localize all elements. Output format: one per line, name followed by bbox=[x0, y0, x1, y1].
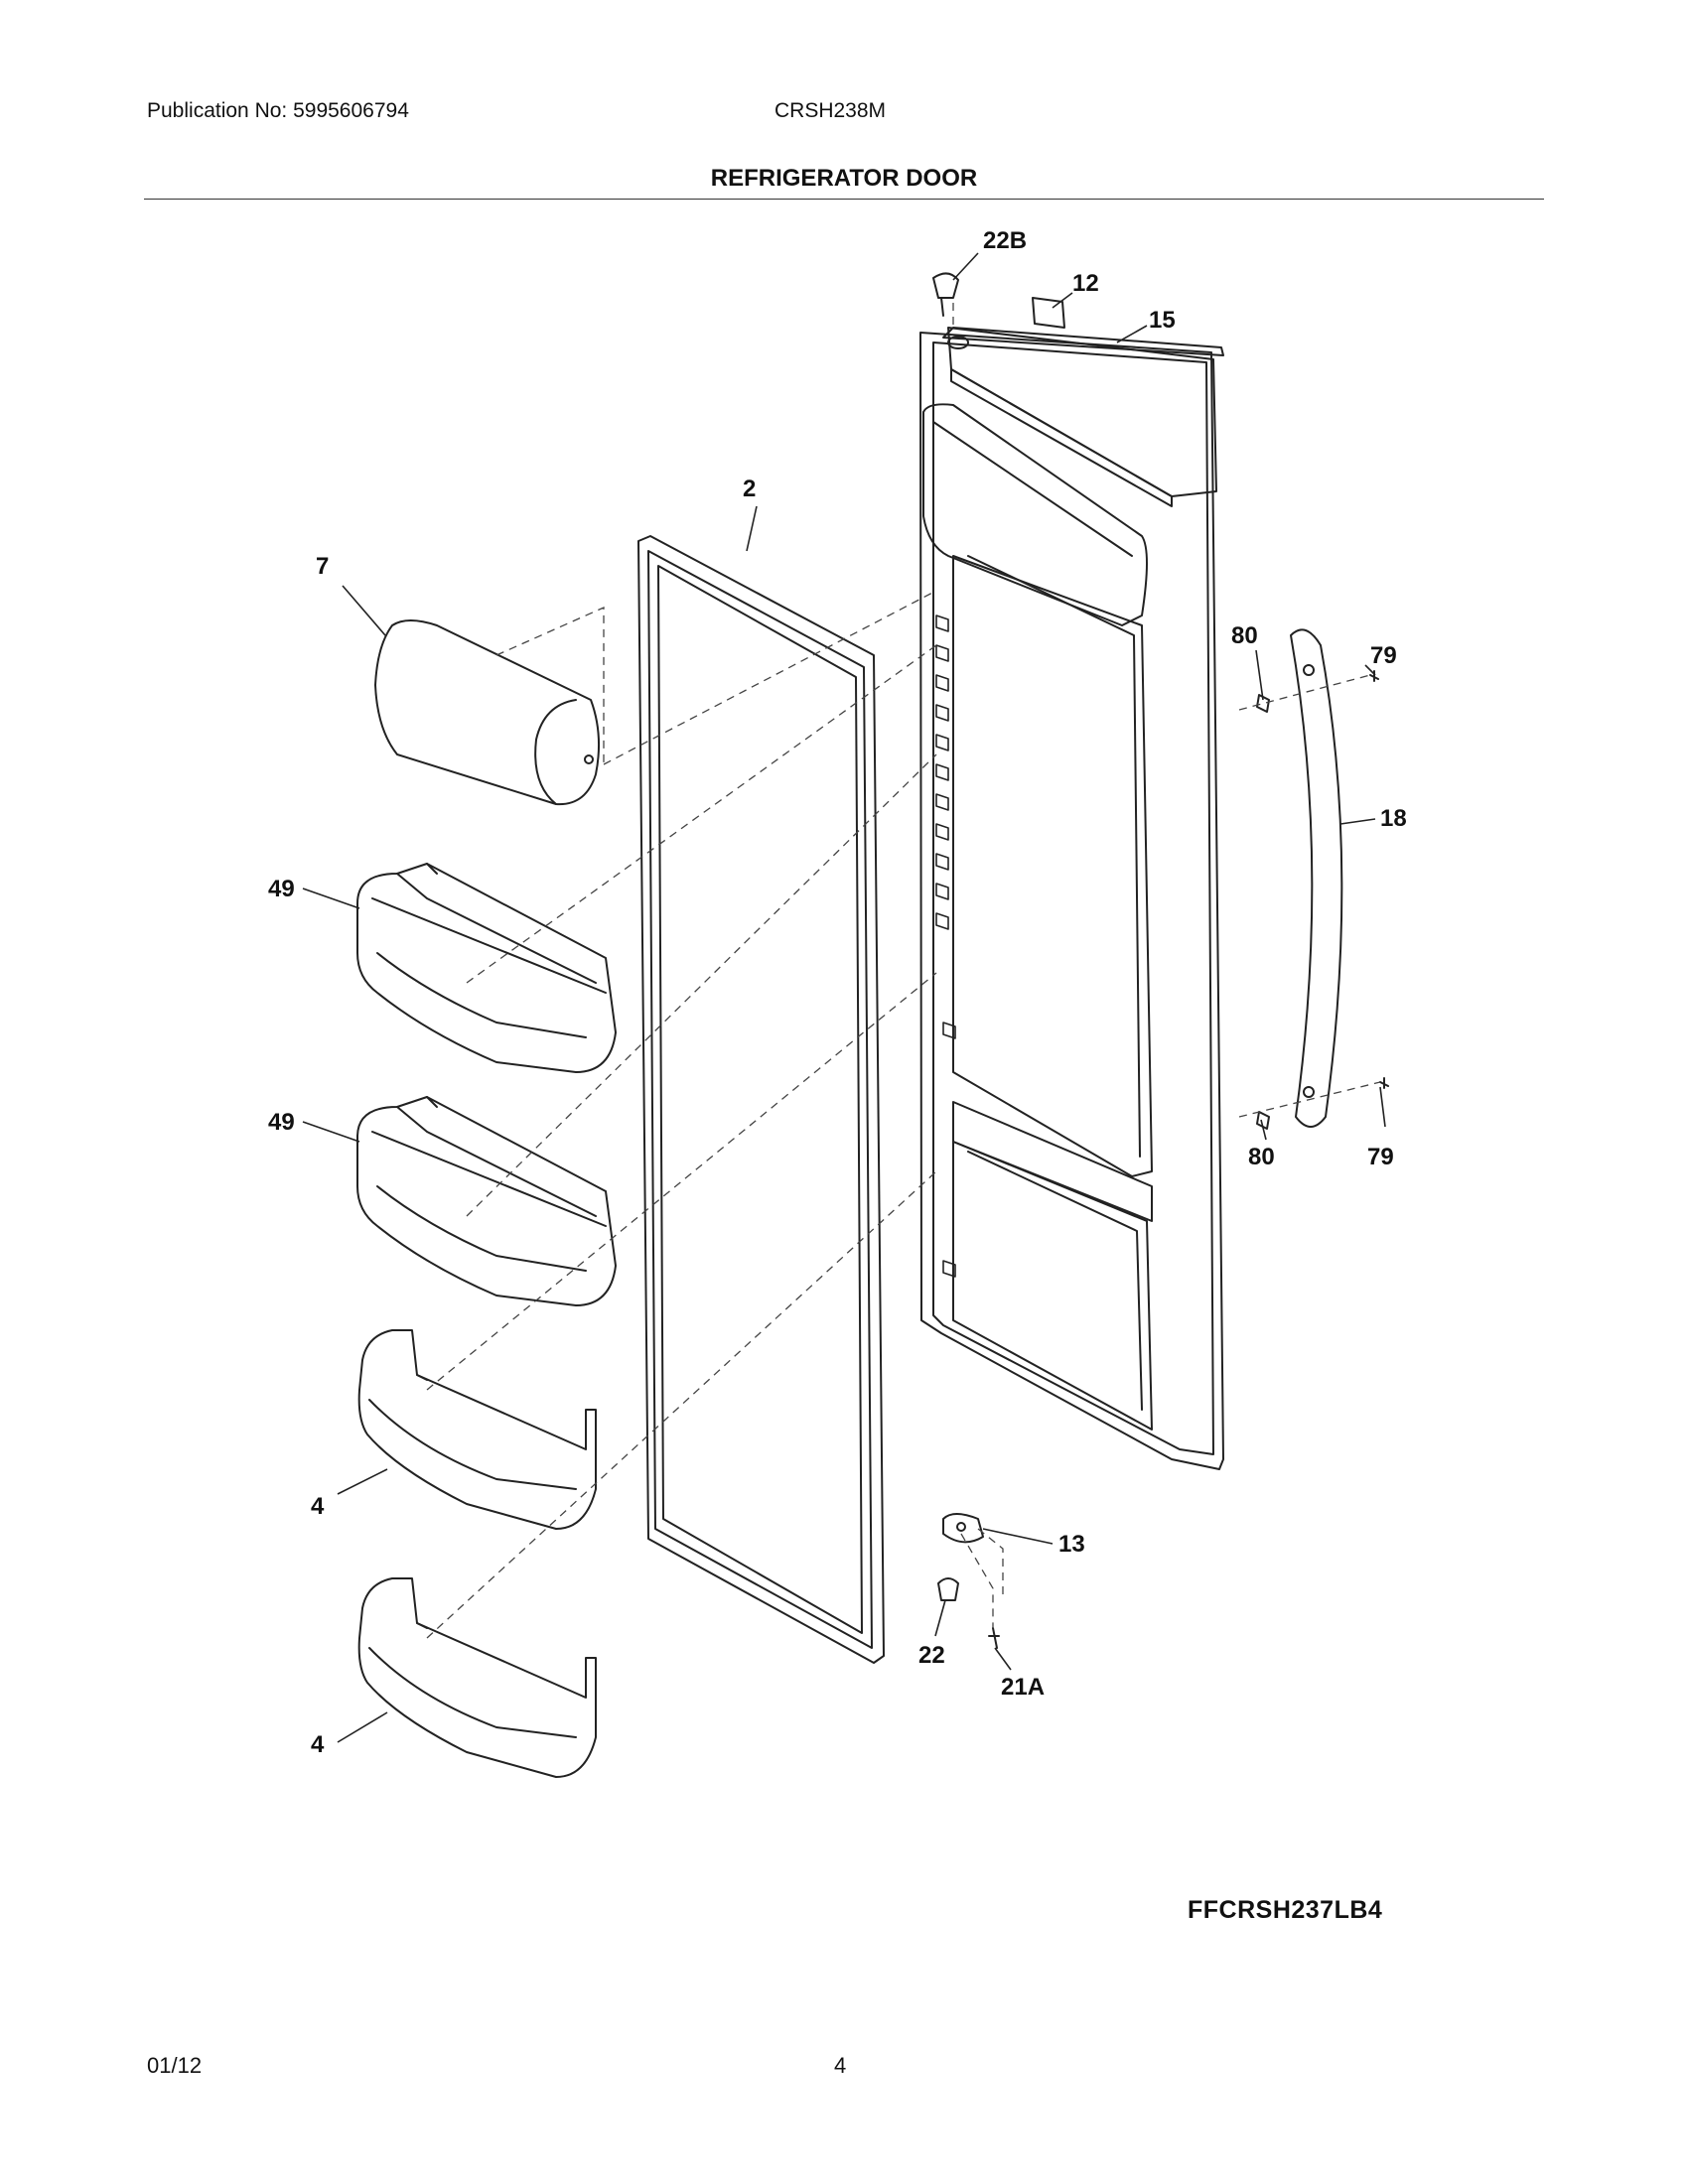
publication-number: Publication No: 5995606794 bbox=[147, 99, 409, 122]
callout-79-lower: 79 bbox=[1367, 1144, 1394, 1170]
door-bin-lower bbox=[356, 1096, 617, 1306]
callout-49-lower: 49 bbox=[268, 1109, 295, 1136]
callout-79-upper: 79 bbox=[1370, 642, 1397, 669]
footer-date: 01/12 bbox=[147, 2053, 203, 2078]
callout-4-lower: 4 bbox=[311, 1731, 325, 1758]
door-panel bbox=[919, 327, 1224, 1470]
model-number: CRSH238M bbox=[774, 99, 887, 122]
hardware-parts bbox=[932, 272, 1389, 1649]
callout-7: 7 bbox=[316, 553, 329, 580]
figure-code: FFCRSH237LB4 bbox=[1188, 1896, 1383, 1924]
callout-22: 22 bbox=[918, 1642, 945, 1669]
callout-18: 18 bbox=[1380, 805, 1407, 832]
callout-80-upper: 80 bbox=[1231, 622, 1258, 649]
door-bin-upper bbox=[356, 863, 617, 1073]
callout-49-upper: 49 bbox=[268, 876, 295, 902]
page-number: 4 bbox=[834, 2053, 847, 2078]
header-divider bbox=[144, 199, 1544, 200]
callout-2: 2 bbox=[743, 476, 756, 502]
callout-22B: 22B bbox=[983, 227, 1027, 254]
callout-13: 13 bbox=[1058, 1531, 1085, 1558]
water-filter bbox=[374, 619, 600, 806]
door-shelf-lower bbox=[357, 1577, 597, 1778]
leader-lines bbox=[302, 252, 1386, 1743]
callout-12: 12 bbox=[1072, 270, 1099, 297]
callout-21A: 21A bbox=[1001, 1674, 1045, 1701]
door-gasket bbox=[637, 535, 885, 1664]
callout-15: 15 bbox=[1149, 307, 1176, 334]
door-shelf-upper bbox=[357, 1329, 597, 1530]
callout-4-upper: 4 bbox=[311, 1493, 325, 1520]
door-handle bbox=[1290, 628, 1343, 1128]
page-title: REFRIGERATOR DOOR bbox=[710, 165, 978, 192]
alignment-lines bbox=[426, 303, 1381, 1639]
callout-80-lower: 80 bbox=[1248, 1144, 1275, 1170]
